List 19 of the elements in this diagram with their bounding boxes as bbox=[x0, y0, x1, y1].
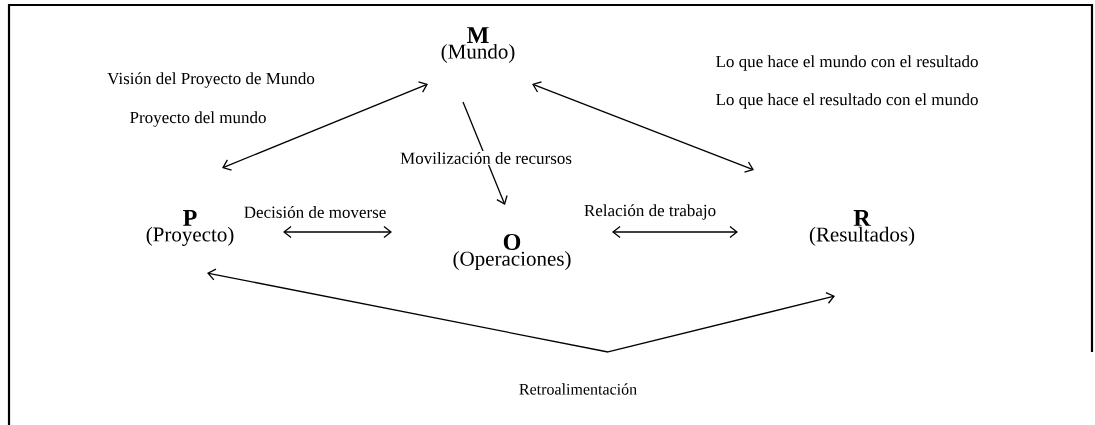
annotation-text: Lo que hace el mundo con el resultado bbox=[716, 55, 978, 71]
annotation-text: Proyecto del mundo bbox=[130, 111, 266, 127]
arrow bbox=[207, 268, 609, 353]
arrow bbox=[612, 225, 738, 239]
arrow bbox=[222, 81, 428, 171]
node-label: P (Proyecto) bbox=[146, 210, 234, 246]
node-label: M (Mundo) bbox=[441, 27, 515, 63]
node-label: R (Resultados) bbox=[809, 210, 915, 246]
arrow bbox=[283, 225, 392, 239]
edge-label: Decisión de moverse bbox=[242, 205, 388, 219]
node-label: O (Operaciones) bbox=[453, 233, 571, 271]
arrow bbox=[462, 101, 508, 205]
node-label: Retroalimentación bbox=[519, 383, 637, 395]
arrow bbox=[607, 291, 835, 353]
annotation-text: Visión del Proyecto de Mundo bbox=[107, 72, 315, 88]
arrow bbox=[532, 81, 754, 173]
annotation-text: Lo que hace el resultado con el mundo bbox=[716, 93, 978, 109]
edge-label: Relación de trabajo bbox=[582, 203, 718, 221]
edge-label: Movilización de recursos bbox=[399, 151, 573, 165]
